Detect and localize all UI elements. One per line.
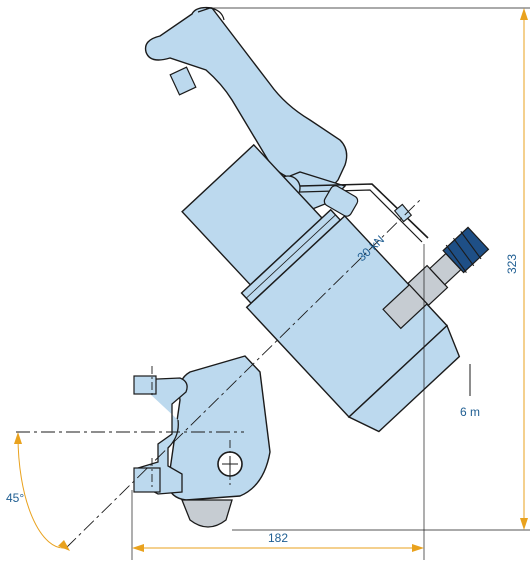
width-dimension xyxy=(131,244,425,560)
height-dimension xyxy=(206,7,530,531)
angle-dimension xyxy=(14,432,70,551)
center-axis-line xyxy=(65,199,421,549)
cable-length-label: 6 m xyxy=(460,405,480,419)
lower-housing xyxy=(133,355,271,528)
height-label: 323 xyxy=(505,254,519,274)
width-label: 182 xyxy=(268,531,288,545)
cylinder-body xyxy=(181,143,461,433)
hook-arm xyxy=(144,6,348,189)
hydraulic-connector xyxy=(382,226,490,330)
angle-label: 45° xyxy=(6,491,24,505)
